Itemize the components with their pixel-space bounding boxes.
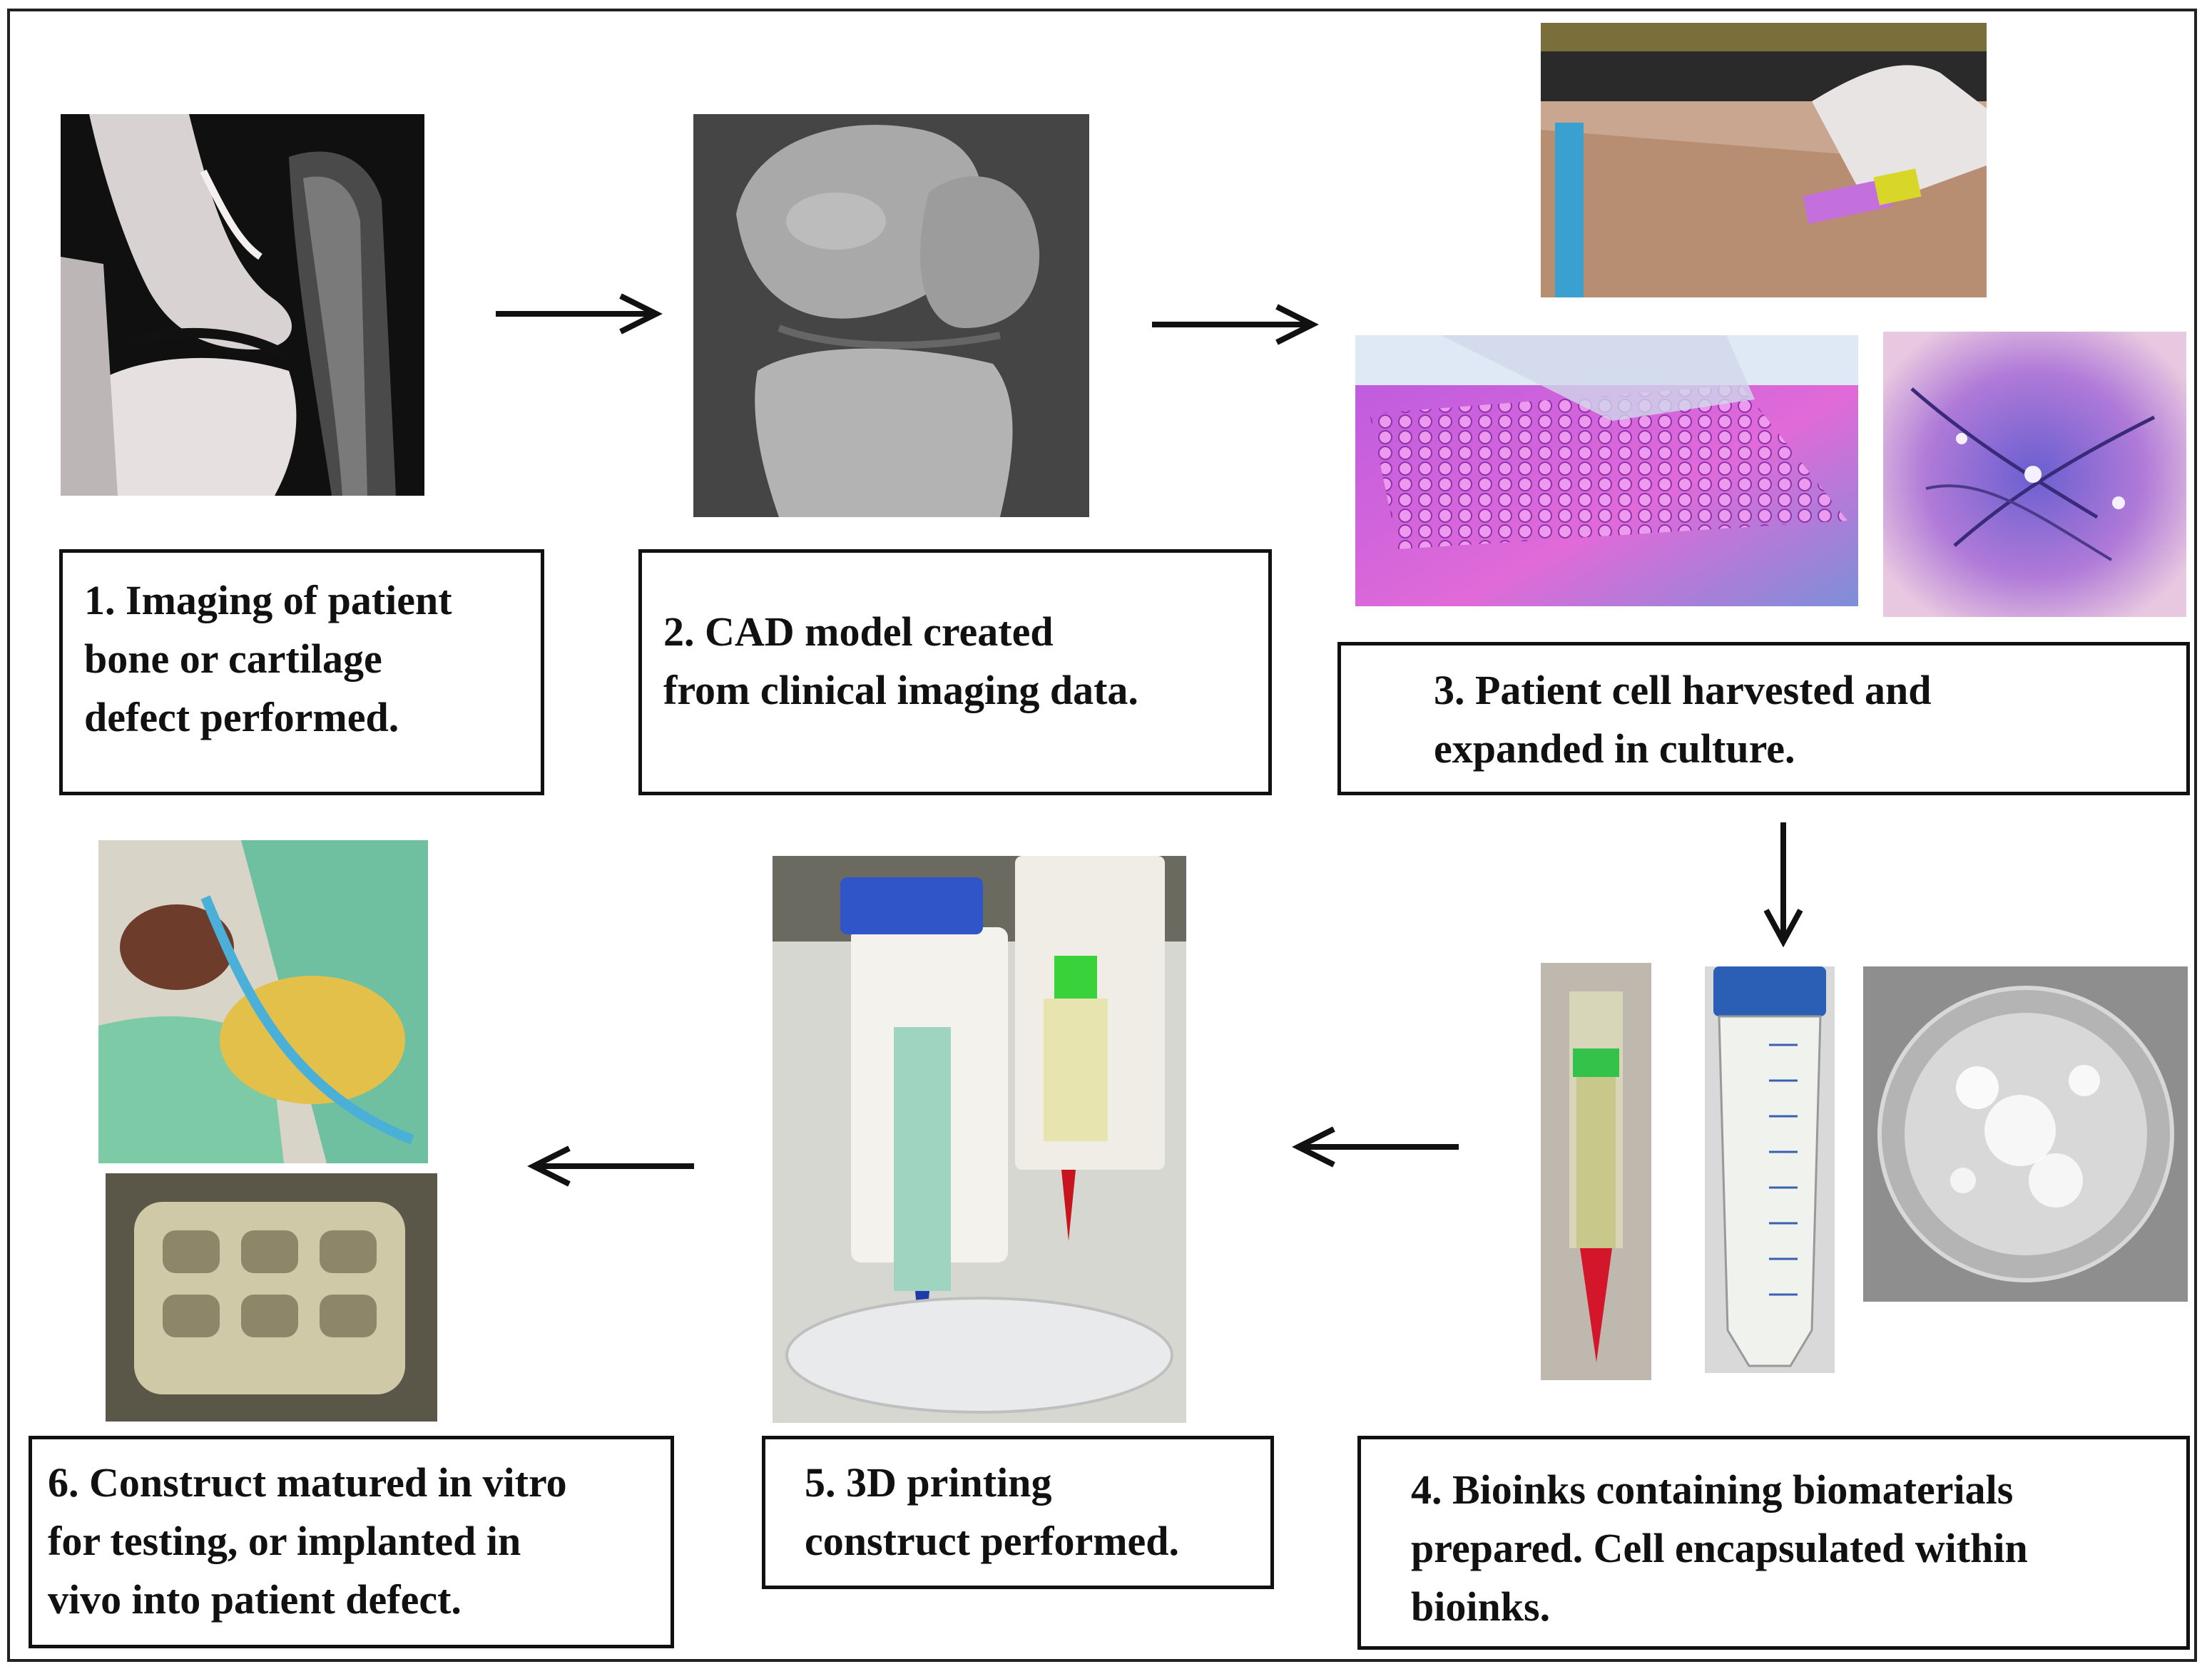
surgical-implant-photo [98,840,428,1163]
arrow-left-1 [1291,1126,1462,1168]
step-4-label: 4. Bioinks containing biomaterials prepa… [1411,1466,2028,1630]
step-1-label: 1. Imaging of patient bone or cartilage … [84,577,452,740]
step-3-box: 3. Patient cell harvested and expanded i… [1337,642,2190,795]
arrow-right-1 [492,292,663,335]
step-2-box: 2. CAD model created from clinical imagi… [638,549,1272,795]
printed-construct-photo [106,1173,437,1422]
cell-microscopy-photo [1883,332,2186,617]
step-6-label: 6. Construct matured in vitro for testin… [48,1459,567,1623]
conical-tube-photo [1705,966,1835,1373]
step-6-box: 6. Construct matured in vitro for testin… [29,1436,674,1648]
step-5-box: 5. 3D printing construct performed. [762,1436,1274,1589]
diagram-frame [7,9,2197,1662]
arrow-down [1762,819,1805,947]
step-2-label: 2. CAD model created from clinical imagi… [663,608,1138,713]
step-1-box: 1. Imaging of patient bone or cartilage … [59,549,544,795]
arrow-left-2 [526,1145,698,1188]
culture-plate-photo [1355,335,1858,606]
cad-knee-model-photo [693,114,1089,517]
cell-harvest-photo [1541,23,1987,297]
step-3-label: 3. Patient cell harvested and expanded i… [1434,667,1932,772]
bioink-syringe-photo [1541,963,1651,1380]
step-4-box: 4. Bioinks containing biomaterials prepa… [1357,1436,2190,1650]
petri-dish-photo [1863,966,2188,1302]
step-5-label: 5. 3D printing construct performed. [805,1459,1180,1564]
arrow-right-2 [1148,303,1320,346]
knee-mri-photo [61,114,424,496]
bioprinter-photo [773,856,1186,1423]
